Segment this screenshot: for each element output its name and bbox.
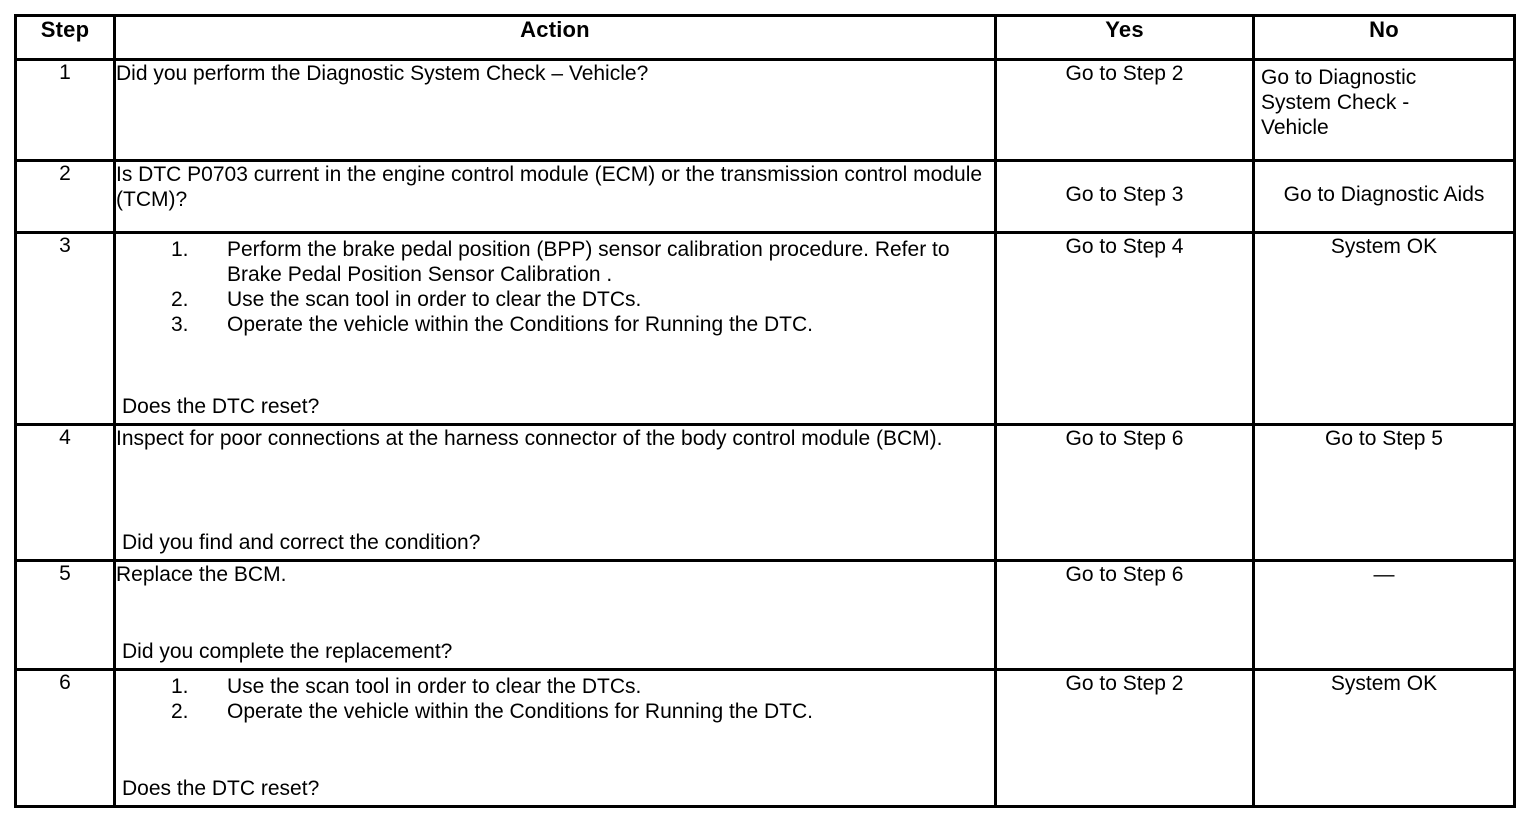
no-answer-cell: — (1252, 559, 1516, 671)
yes-answer-cell: Go to Step 4 (994, 231, 1255, 426)
list-item-text: Operate the vehicle within the Condition… (227, 700, 813, 723)
action-lead-text: Replace the BCM. (116, 563, 287, 586)
action-step-list: 1. Use the scan tool in order to clear t… (116, 674, 994, 724)
column-header-no: No (1252, 14, 1516, 61)
step-number: 2 (14, 159, 116, 234)
action-cell: Is DTC P0703 current in the engine contr… (113, 159, 997, 234)
table-row: 5 Replace the BCM. Did you complete the … (14, 559, 1516, 671)
list-item-number: 1. (171, 675, 189, 698)
action-question: Does the DTC reset? (122, 395, 320, 418)
table-header: Step Action Yes No (14, 14, 1516, 61)
action-question: Does the DTC reset? (122, 777, 320, 800)
no-answer-line: Go to Diagnostic (1261, 66, 1417, 89)
no-answer-cell: System OK (1252, 231, 1516, 426)
step-number: 5 (14, 559, 116, 671)
list-item-text: Use the scan tool in order to clear the … (227, 675, 642, 698)
no-answer-line: Vehicle (1261, 116, 1329, 139)
action-cell: Did you perform the Diagnostic System Ch… (113, 58, 997, 162)
action-step-list: 1. Perform the brake pedal position (BPP… (116, 237, 994, 337)
list-item-number: 1. (171, 238, 189, 261)
yes-answer-cell: Go to Step 2 (994, 58, 1255, 162)
list-item-number: 3. (171, 313, 189, 336)
table-row: 3 1. Perform the brake pedal position (B… (14, 231, 1516, 426)
dtc-diagnostic-table: Step Action Yes No 1 Did you perform the… (14, 14, 1516, 808)
action-question: Did you find and correct the condition? (122, 531, 481, 554)
action-list-item: 3. Operate the vehicle within the Condit… (116, 312, 994, 337)
no-answer-cell: Go to Diagnostic Aids (1252, 159, 1516, 234)
no-answer-cell: Go to Step 5 (1252, 423, 1516, 562)
list-item-text: Use the scan tool in order to clear the … (227, 288, 642, 311)
action-list-item: 2. Operate the vehicle within the Condit… (116, 699, 994, 724)
column-header-step: Step (14, 14, 116, 61)
action-cell: Inspect for poor connections at the harn… (113, 423, 997, 562)
step-number: 3 (14, 231, 116, 426)
yes-answer-cell: Go to Step 6 (994, 559, 1255, 671)
no-answer-line: System Check - (1261, 91, 1410, 114)
table-body: 1 Did you perform the Diagnostic System … (14, 58, 1516, 808)
action-list-item: 1. Use the scan tool in order to clear t… (116, 674, 994, 699)
no-answer-cell: Go to Diagnostic System Check - Vehicle (1252, 58, 1516, 162)
action-cell: 1. Use the scan tool in order to clear t… (113, 668, 997, 808)
action-list-item: 2. Use the scan tool in order to clear t… (116, 287, 994, 312)
table-row: 2 Is DTC P0703 current in the engine con… (14, 159, 1516, 234)
step-number: 4 (14, 423, 116, 562)
yes-answer-cell: Go to Step 2 (994, 668, 1255, 808)
table-row: 6 1. Use the scan tool in order to clear… (14, 668, 1516, 808)
list-item-number: 2. (171, 288, 189, 311)
step-number: 6 (14, 668, 116, 808)
action-cell: Replace the BCM. Did you complete the re… (113, 559, 997, 671)
table-row: 4 Inspect for poor connections at the ha… (14, 423, 1516, 562)
list-item-text: Operate the vehicle within the Condition… (227, 313, 813, 336)
header-row: Step Action Yes No (14, 14, 1516, 61)
action-question: Is DTC P0703 current in the engine contr… (116, 163, 983, 211)
yes-answer-cell: Go to Step 6 (994, 423, 1255, 562)
step-number: 1 (14, 58, 116, 162)
column-header-yes: Yes (994, 14, 1255, 61)
action-question: Did you perform the Diagnostic System Ch… (116, 62, 649, 85)
yes-answer-cell: Go to Step 3 (994, 159, 1255, 234)
action-lead-text: Inspect for poor connections at the harn… (116, 427, 943, 450)
list-item-text: Perform the brake pedal position (BPP) s… (227, 238, 950, 286)
action-list-item: 1. Perform the brake pedal position (BPP… (116, 237, 994, 287)
no-answer-cell: System OK (1252, 668, 1516, 808)
action-cell: 1. Perform the brake pedal position (BPP… (113, 231, 997, 426)
table-row: 1 Did you perform the Diagnostic System … (14, 58, 1516, 162)
action-question: Did you complete the replacement? (122, 640, 453, 663)
list-item-number: 2. (171, 700, 189, 723)
column-header-action: Action (113, 14, 997, 61)
